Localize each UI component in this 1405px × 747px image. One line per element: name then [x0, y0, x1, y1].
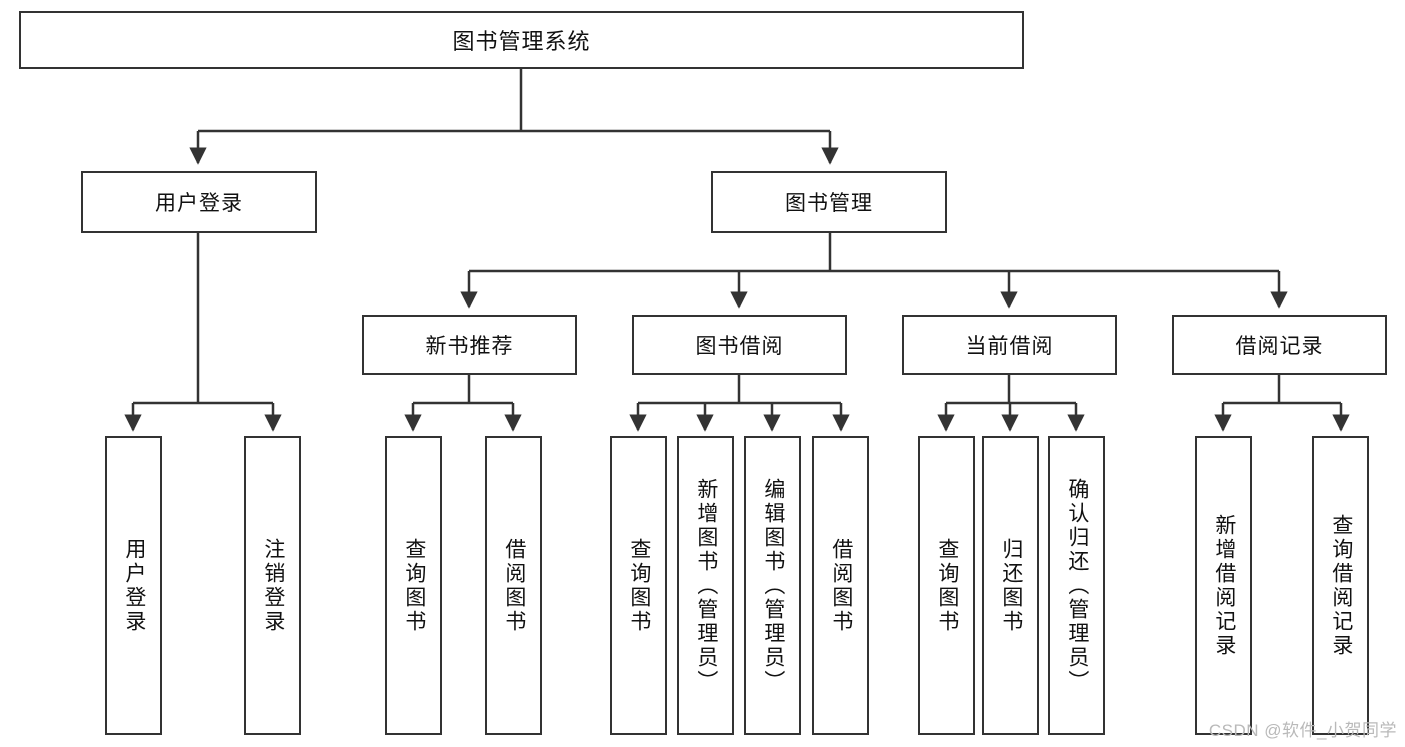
node-leaf-borrow-book[interactable]: 借阅图书: [812, 436, 869, 735]
node-leaf-return-book[interactable]: 归还图书: [982, 436, 1039, 735]
node-label: 新书推荐: [425, 335, 514, 358]
node-label: 新增图书（管理员）: [694, 477, 718, 694]
node-leaf-borrow-book-recommendation[interactable]: 借阅图书: [485, 436, 542, 735]
node-current-borrow[interactable]: 当前借阅: [902, 315, 1117, 375]
node-label: 归还图书: [999, 537, 1023, 634]
node-borrow-record[interactable]: 借阅记录: [1172, 315, 1387, 375]
node-user-login[interactable]: 用户登录: [81, 171, 317, 233]
node-label: 查询图书: [627, 537, 651, 634]
node-leaf-edit-book-admin[interactable]: 编辑图书（管理员）: [744, 436, 801, 735]
node-label: 借阅图书: [502, 537, 526, 634]
node-leaf-query-borrow-record[interactable]: 查询借阅记录: [1312, 436, 1369, 735]
node-label: 注销登录: [261, 537, 285, 634]
node-leaf-logout[interactable]: 注销登录: [244, 436, 301, 735]
node-leaf-add-book-admin[interactable]: 新增图书（管理员）: [677, 436, 734, 735]
node-label: 新增借阅记录: [1212, 513, 1236, 658]
node-label: 编辑图书（管理员）: [761, 477, 785, 694]
node-label: 图书管理系统: [452, 29, 591, 54]
node-leaf-query-book-current[interactable]: 查询图书: [918, 436, 975, 735]
node-label: 查询借阅记录: [1329, 513, 1353, 658]
node-label: 用户登录: [122, 537, 146, 634]
node-label: 图书借阅: [695, 335, 784, 358]
node-leaf-query-book-borrow[interactable]: 查询图书: [610, 436, 667, 735]
node-book-borrow[interactable]: 图书借阅: [632, 315, 847, 375]
node-label: 图书管理: [785, 192, 873, 215]
node-label: 用户登录: [155, 192, 243, 215]
node-new-book-recommendation[interactable]: 新书推荐: [362, 315, 577, 375]
node-leaf-confirm-return-admin[interactable]: 确认归还（管理员）: [1048, 436, 1105, 735]
node-label: 当前借阅: [965, 335, 1054, 358]
node-label: 查询图书: [935, 537, 959, 634]
node-label: 确认归还（管理员）: [1065, 477, 1089, 694]
node-leaf-user-login[interactable]: 用户登录: [105, 436, 162, 735]
node-label: 查询图书: [402, 537, 426, 634]
node-root-book-management-system[interactable]: 图书管理系统: [19, 11, 1024, 69]
node-label: 借阅图书: [829, 537, 853, 634]
node-book-management[interactable]: 图书管理: [711, 171, 947, 233]
node-label: 借阅记录: [1235, 335, 1324, 358]
node-leaf-query-book-recommendation[interactable]: 查询图书: [385, 436, 442, 735]
node-leaf-add-borrow-record[interactable]: 新增借阅记录: [1195, 436, 1252, 735]
